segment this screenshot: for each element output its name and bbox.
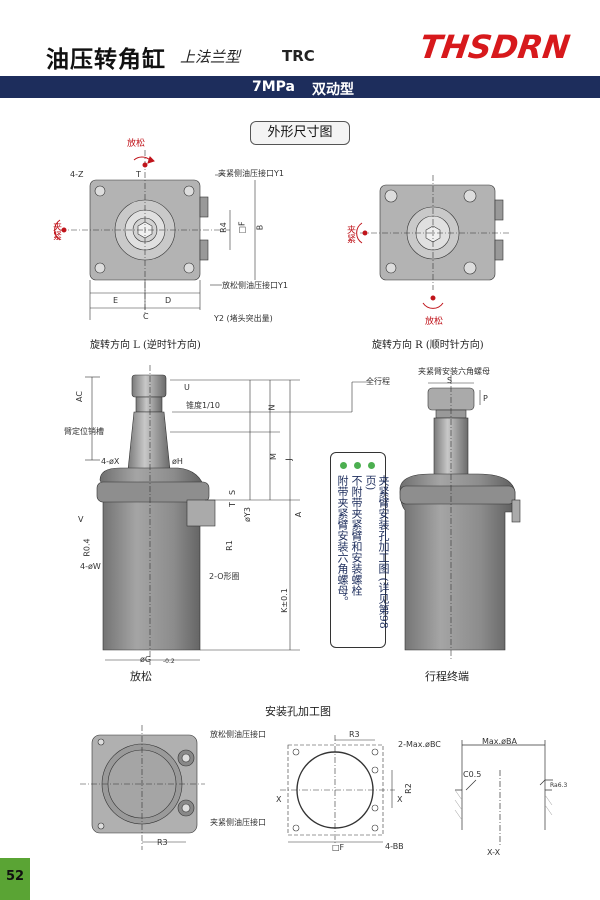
top-view-left-arrows	[54, 156, 155, 241]
y2-dim: Y2 (堵头突出量)	[214, 314, 273, 323]
caption-right: 旋转方向 R (顺时针方向)	[372, 340, 484, 351]
j-dim: J	[284, 458, 294, 461]
s-dim: S	[228, 489, 238, 496]
install-left-r3: R3	[157, 838, 168, 847]
caption-left: 旋转方向 L (逆时针方向)	[90, 340, 201, 351]
n-dim: N	[267, 404, 277, 411]
install-title: 安装孔加工图	[265, 705, 331, 718]
full-stroke-leader	[172, 381, 370, 413]
page-subtitle: 上法兰型	[180, 48, 241, 66]
model-code: TRC	[282, 47, 315, 65]
page-number: 52	[0, 858, 30, 900]
e-dim: E	[113, 296, 119, 305]
y3-dim: øY3	[242, 507, 252, 522]
k-dim: K±0.1	[279, 588, 289, 613]
caption-stroke-end: 行程终端	[425, 670, 469, 683]
g-dim: øG	[140, 655, 152, 664]
f-dim: □F	[237, 221, 247, 234]
release-label-right: 放松	[425, 317, 444, 327]
release-label-left: 放松	[127, 139, 146, 149]
h-dim: øH	[172, 457, 183, 466]
end-p-dim: P	[483, 394, 488, 403]
spec-band	[0, 76, 600, 98]
r04-dim: R0.4	[82, 538, 92, 557]
port-release-left: 放松侧油压接口Y1	[222, 281, 288, 290]
install-mid-x1: X	[276, 795, 282, 804]
d-dim: D	[165, 296, 172, 305]
m-dim: M	[268, 453, 278, 460]
t-dim: T	[136, 170, 141, 179]
top-view-left	[60, 150, 256, 320]
a-dim: A	[294, 511, 304, 518]
r1-dim: R1	[224, 540, 234, 551]
note-box	[330, 452, 386, 648]
install-right-ra: Ra6.3	[550, 782, 568, 789]
install-port-clamp: 夹紧侧油压接口	[210, 818, 266, 827]
install-right-ba: Max.øBA	[482, 737, 517, 746]
clamp-label-left: 夹紧	[51, 222, 61, 240]
nut-label: 夹紧臂安装六角螺母	[418, 367, 490, 376]
x-dim: 4-øX	[101, 457, 120, 466]
hole-label: 4-Z	[70, 170, 84, 179]
note-line-1: 夹紧臂安装孔加工图 (详见第98页)	[364, 475, 390, 629]
b-dim: B	[255, 224, 265, 231]
caption-release: 放松	[130, 670, 152, 683]
t-side-dim: T	[227, 502, 237, 507]
install-left	[80, 725, 205, 850]
install-right-c05: C0.5	[463, 770, 482, 779]
note-dot-1	[340, 462, 347, 469]
install-mid	[280, 735, 395, 845]
oring-label: 2-O形圈	[209, 572, 240, 581]
clamp-label-right: 夹紧	[345, 225, 355, 243]
side-view	[85, 365, 300, 665]
page-title: 油压转角缸	[46, 47, 166, 73]
install-port-release: 放松侧油压接口	[210, 730, 266, 739]
full-stroke-label: 全行程	[366, 377, 390, 386]
install-right	[455, 740, 553, 845]
install-mid-bb: 4-BB	[385, 842, 404, 851]
note-line-2: 不附带夹紧臂和安装螺栓	[350, 475, 363, 596]
g-tolerance: -0.2	[163, 658, 175, 665]
install-mid-x2: X	[397, 795, 403, 804]
install-mid-f: □F	[332, 843, 345, 852]
pressure-label: 7MPa	[252, 79, 296, 95]
ac-dim: AC	[74, 391, 84, 402]
end-s-dim: S	[447, 376, 453, 385]
end-view	[399, 375, 521, 660]
v-dim: V	[78, 515, 84, 524]
section-title: 外形尺寸图	[250, 121, 350, 145]
note-dot-2	[354, 462, 361, 469]
w-dim: 4-øW	[80, 562, 101, 571]
install-right-xx: X-X	[487, 848, 501, 857]
port-clamp-left: 夹紧侧油压接口Y1	[218, 169, 284, 178]
note-line-3: 附带夹紧臂安装六角螺母。	[336, 475, 349, 607]
taper-label: 锥度1/10	[186, 401, 220, 410]
c-dim: C	[143, 312, 149, 321]
install-mid-r3: R3	[349, 730, 360, 739]
install-mid-bc: 2-Max.øBC	[398, 740, 441, 749]
top-view-right	[360, 175, 510, 290]
type-label: 双动型	[312, 82, 354, 98]
note-dot-3	[368, 462, 375, 469]
r4-dim: R4	[218, 222, 228, 233]
u-dim: U	[184, 383, 190, 392]
install-mid-r2: R2	[403, 783, 413, 794]
groove-label: 臂定位销槽	[64, 427, 104, 436]
